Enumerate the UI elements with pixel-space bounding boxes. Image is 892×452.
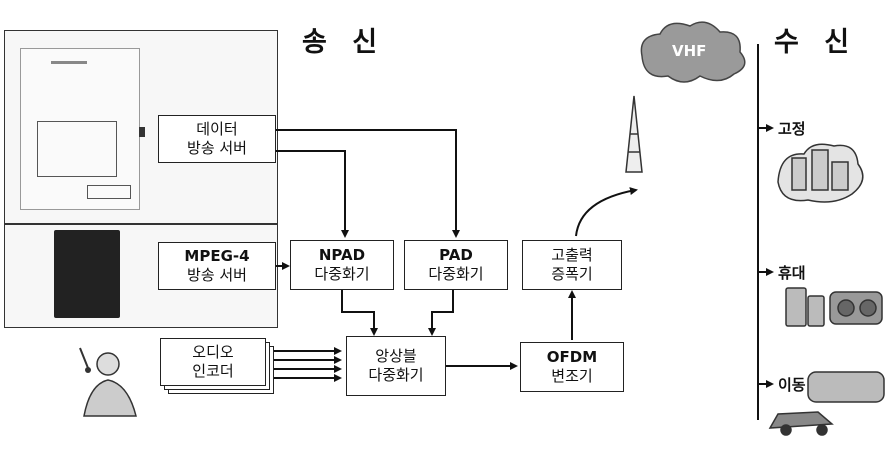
data-broadcast-server-line2: 방송 서버 bbox=[187, 139, 247, 158]
ofdm-modulator-box: OFDM 변조기 bbox=[520, 342, 624, 392]
ensemble-line2: 다중화기 bbox=[368, 366, 423, 385]
amplifier-line2: 증폭기 bbox=[551, 265, 592, 284]
pad-line1: PAD bbox=[439, 246, 473, 265]
pad-multiplexer-box: PAD 다중화기 bbox=[404, 240, 508, 290]
data-broadcast-server-line1: 데이터 bbox=[196, 120, 237, 139]
npad-line1: NPAD bbox=[319, 246, 365, 265]
mpeg4-broadcast-server-box: MPEG-4 방송 서버 bbox=[158, 242, 276, 290]
vhf-label: VHF bbox=[672, 42, 706, 60]
ofdm-line2: 변조기 bbox=[551, 367, 592, 386]
building-house-icon bbox=[778, 144, 863, 202]
amplifier-line1: 고출력 bbox=[551, 246, 592, 265]
audio-encoder-line2: 인코더 bbox=[192, 362, 233, 381]
npad-line2: 다중화기 bbox=[314, 265, 369, 284]
receiver-mobile-label: 이동 bbox=[778, 374, 806, 395]
audio-encoder-line1: 오디오 bbox=[192, 343, 233, 362]
receiver-fixed-label: 고정 bbox=[778, 118, 806, 139]
mpeg4-server-line1: MPEG-4 bbox=[184, 247, 249, 266]
data-broadcast-server-box: 데이터 방송 서버 bbox=[158, 115, 276, 163]
audio-encoder-box: 오디오 인코더 bbox=[160, 338, 266, 386]
antenna-tower-icon bbox=[626, 96, 642, 172]
ofdm-line1: OFDM bbox=[547, 348, 597, 367]
receiver-portable-label: 휴대 bbox=[778, 262, 806, 283]
npad-multiplexer-box: NPAD 다중화기 bbox=[290, 240, 394, 290]
ensemble-multiplexer-box: 앙상블 다중화기 bbox=[346, 336, 446, 396]
mpeg4-server-line2: 방송 서버 bbox=[187, 266, 247, 285]
pad-line2: 다중화기 bbox=[428, 265, 483, 284]
portable-devices-icon bbox=[786, 288, 882, 326]
high-power-amplifier-box: 고출력 증폭기 bbox=[522, 240, 622, 290]
ensemble-line1: 앙상블 bbox=[375, 347, 416, 366]
